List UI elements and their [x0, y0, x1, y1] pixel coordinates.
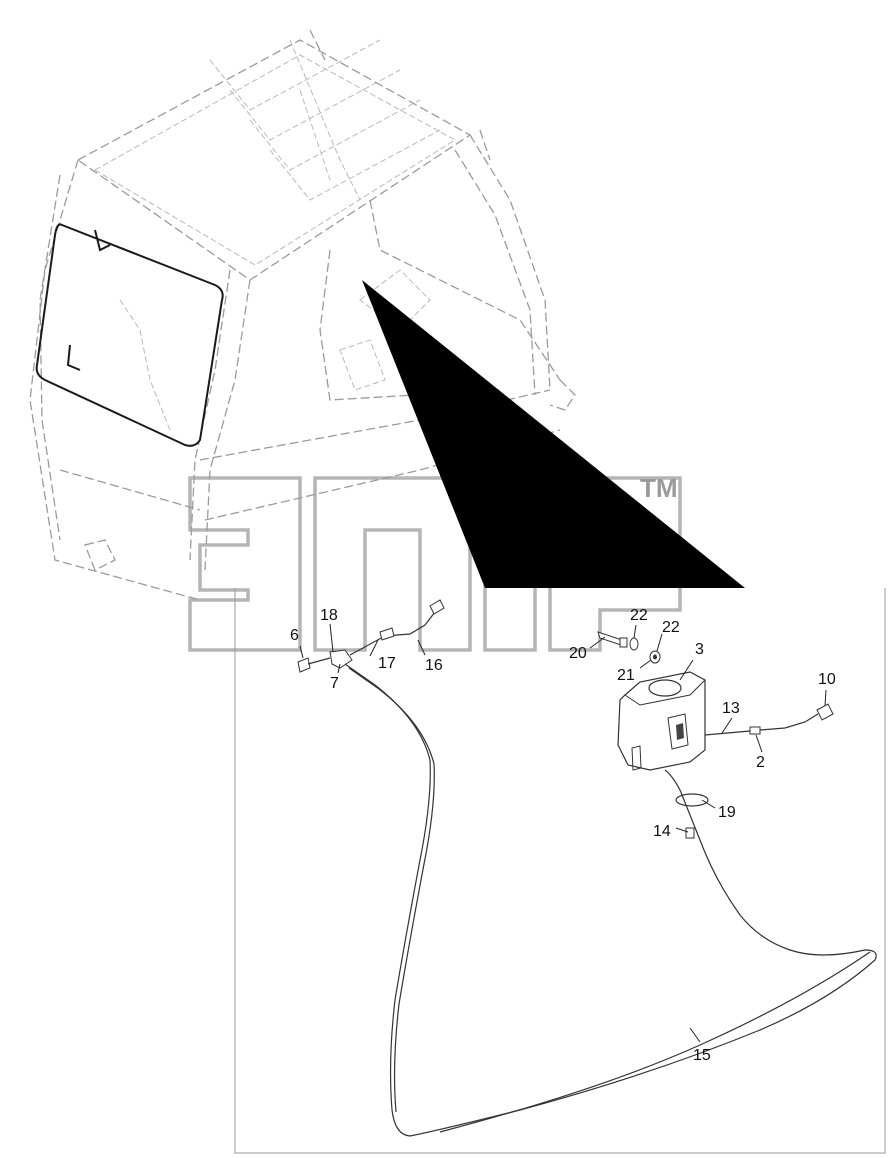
- callout-13: 13: [722, 700, 740, 717]
- trademark-text: TM: [640, 473, 678, 503]
- callout-15: 15: [693, 1047, 711, 1064]
- washer-nozzle: [704, 703, 834, 736]
- callout-3: 3: [695, 641, 704, 658]
- callout-19: 19: [718, 804, 736, 821]
- callout-18: 18: [320, 607, 338, 624]
- callout-20: 20: [569, 645, 587, 662]
- detail-frame: [234, 588, 886, 1154]
- callout-22: 22: [662, 619, 680, 636]
- callout-2: 2: [756, 754, 765, 771]
- callout-6: 6: [290, 627, 299, 644]
- washer-hose: [344, 663, 877, 1137]
- callout-21: 21: [617, 667, 635, 684]
- callout-14: 14: [653, 823, 671, 840]
- door-outline: [35, 223, 224, 447]
- callout-22: 22: [630, 607, 648, 624]
- leader-lines: [299, 623, 827, 1043]
- bolt-and-washers: [597, 631, 661, 664]
- callout-7: 7: [330, 675, 339, 692]
- callout-16: 16: [425, 657, 443, 674]
- callouts: 6 18 7 17 16 22 22 20 3 21 10 13 2 19 14…: [290, 607, 836, 1064]
- callout-10: 10: [818, 671, 836, 688]
- washer-tank: [617, 671, 706, 771]
- view-pointer-triangle: [362, 280, 745, 588]
- callout-17: 17: [378, 655, 396, 672]
- left-nozzle-assembly: [297, 599, 445, 673]
